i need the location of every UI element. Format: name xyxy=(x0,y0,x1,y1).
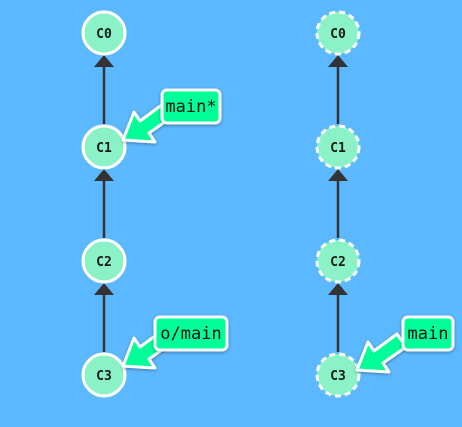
commit-node[interactable]: C2 xyxy=(81,238,127,284)
commit-label: C3 xyxy=(330,369,346,384)
commit-edge-c1-c0 xyxy=(328,55,348,124)
remote-commit-node[interactable]: C1 xyxy=(315,124,361,170)
commit-label: C2 xyxy=(96,255,112,270)
commit-node[interactable]: C1 xyxy=(81,124,127,170)
branch-label: main xyxy=(408,324,449,344)
commit-label: C1 xyxy=(330,141,346,156)
branch-ref-remote-main[interactable]: main xyxy=(355,315,455,374)
commit-node[interactable]: C3 xyxy=(81,352,127,398)
commit-label: C1 xyxy=(96,141,112,156)
local-repo: C0 C1 C2 C3 main* o/main xyxy=(81,10,229,398)
branch-ref-o-main[interactable]: o/main xyxy=(121,315,229,370)
commit-edge-c2-c1 xyxy=(94,169,114,238)
remote-commit-node[interactable]: C3 xyxy=(315,352,361,398)
remote-commit-node[interactable]: C2 xyxy=(315,238,361,284)
branch-label: main* xyxy=(165,97,216,117)
branch-ref-main[interactable]: main* xyxy=(121,88,222,144)
commit-edge-c3-c2 xyxy=(94,283,114,352)
commit-edge-c2-c1 xyxy=(328,169,348,238)
commit-label: C0 xyxy=(330,27,346,42)
commit-node[interactable]: C0 xyxy=(81,10,127,56)
remote-commit-node[interactable]: C0 xyxy=(315,10,361,56)
branch-arrow xyxy=(355,332,408,374)
commit-label: C2 xyxy=(330,255,346,270)
commit-edge-c3-c2 xyxy=(328,283,348,352)
branch-label: o/main xyxy=(160,324,221,344)
commit-edge-c1-c0 xyxy=(94,55,114,124)
commit-label: C3 xyxy=(96,369,112,384)
remote-repo: C0 C1 C2 C3 main xyxy=(315,10,455,398)
commit-label: C0 xyxy=(96,27,112,42)
